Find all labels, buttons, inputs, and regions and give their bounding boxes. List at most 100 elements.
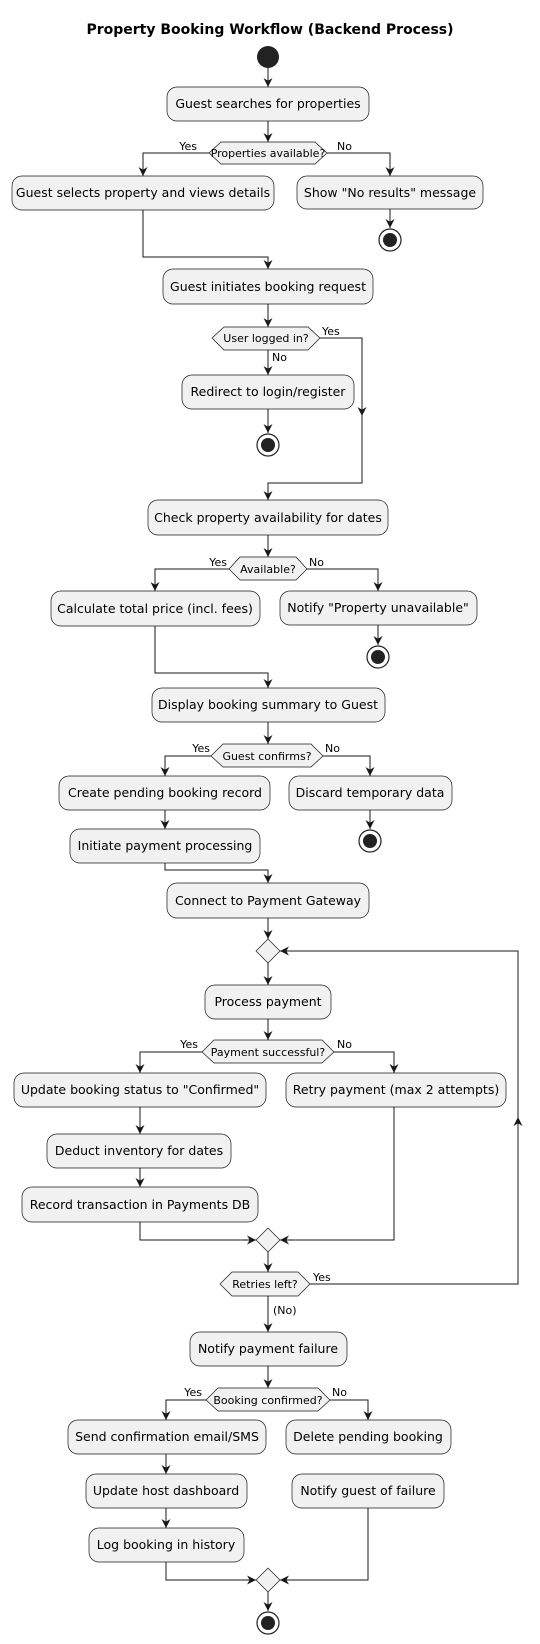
end-node-final — [256, 1611, 280, 1635]
label-yes-d4: Yes — [191, 742, 210, 755]
svg-text:Redirect to login/register: Redirect to login/register — [191, 384, 347, 399]
node-log: Log booking in history — [88, 1527, 245, 1563]
label-yes-retries: Yes — [312, 1271, 331, 1284]
edge-d4-yes — [160, 755, 213, 776]
svg-text:Discard temporary data: Discard temporary data — [296, 785, 445, 800]
node-calc: Calculate total price (incl. fees) — [50, 590, 261, 627]
node-initiate-payment: Initiate payment processing — [69, 828, 261, 864]
node-record: Record transaction in Payments DB — [21, 1186, 259, 1223]
svg-text:Log booking in history: Log booking in history — [97, 1537, 236, 1552]
node-process-payment: Process payment — [204, 984, 332, 1020]
svg-text:Booking confirmed?: Booking confirmed? — [213, 1394, 322, 1407]
label-yes-d7: Yes — [183, 1386, 202, 1399]
node-summary: Display booking summary to Guest — [151, 687, 386, 723]
label-yes-d3: Yes — [208, 556, 227, 569]
svg-text:Available?: Available? — [240, 563, 296, 576]
node-host-dashboard: Update host dashboard — [85, 1473, 248, 1509]
edge-merge-check — [263, 416, 363, 500]
svg-text:Notify payment failure: Notify payment failure — [198, 1341, 338, 1356]
svg-text:Retry payment (max 2 attempts): Retry payment (max 2 attempts) — [293, 1082, 499, 1097]
node-redirect: Redirect to login/register — [181, 374, 355, 410]
node-discard: Discard temporary data — [288, 775, 453, 811]
svg-text:Update booking status to "Conf: Update booking status to "Confirmed" — [21, 1082, 259, 1097]
svg-text:Deduct inventory for dates: Deduct inventory for dates — [55, 1143, 223, 1158]
svg-text:Delete pending booking: Delete pending booking — [293, 1429, 443, 1444]
node-deduct: Deduct inventory for dates — [46, 1133, 232, 1169]
edge-log-merge — [165, 1562, 256, 1585]
svg-text:Record transaction in Payments: Record transaction in Payments DB — [30, 1197, 251, 1212]
edge-d7-yes — [161, 1399, 212, 1420]
decision-payment-successful: Payment successful? — [201, 1039, 335, 1064]
label-no-d5: No — [337, 1038, 352, 1051]
node-retry: Retry payment (max 2 attempts) — [285, 1072, 507, 1108]
svg-text:Guest selects property and vie: Guest selects property and views details — [16, 185, 270, 200]
svg-text:Calculate total price (incl. f: Calculate total price (incl. fees) — [57, 601, 253, 616]
svg-text:Notify "Property unavailable": Notify "Property unavailable" — [287, 600, 469, 615]
svg-text:Send confirmation email/SMS: Send confirmation email/SMS — [75, 1429, 259, 1444]
node-confirmed: Update booking status to "Confirmed" — [13, 1072, 267, 1108]
node-pending: Create pending booking record — [58, 775, 271, 811]
edge-notifyfail-merge — [280, 1508, 369, 1585]
edge-d1-yes — [138, 152, 209, 176]
edge-d1-no — [327, 152, 395, 176]
end-node-discard — [358, 829, 382, 853]
svg-text:Update host dashboard: Update host dashboard — [93, 1483, 239, 1498]
label-yes-d2: Yes — [321, 325, 340, 338]
end-node-no-results — [378, 228, 402, 252]
node-email: Send confirmation email/SMS — [67, 1419, 267, 1455]
end-node-redirect — [256, 433, 280, 457]
svg-text:Check property availability fo: Check property availability for dates — [154, 510, 382, 525]
label-no-d1: No — [337, 140, 352, 153]
edge-calc-summary — [154, 626, 273, 688]
decision-available: Available? — [228, 556, 308, 581]
label-no-d4: No — [325, 742, 340, 755]
node-payment-failure: Notify payment failure — [189, 1331, 348, 1367]
label-yes-d1: Yes — [178, 140, 197, 153]
decision-guest-confirms: Guest confirms? — [210, 743, 324, 768]
svg-text:Show "No results" message: Show "No results" message — [304, 185, 477, 200]
decision-retries-left: Retries left? — [219, 1271, 311, 1297]
diagram-title: Property Booking Workflow (Backend Proce… — [86, 22, 453, 38]
branch-labels: Yes No Yes No Yes No Yes No Yes No Yes (… — [178, 140, 352, 1399]
end-node-unavailable — [366, 645, 390, 669]
label-no-d2: No — [272, 351, 287, 364]
svg-text:Payment successful?: Payment successful? — [211, 1046, 326, 1059]
label-no-d7: No — [332, 1386, 347, 1399]
svg-text:Notify guest of failure: Notify guest of failure — [300, 1483, 436, 1498]
svg-text:User logged in?: User logged in? — [223, 332, 309, 345]
edge-d2-yes — [320, 337, 367, 416]
edge-d5-yes — [135, 1051, 208, 1073]
decision-payment-merge — [255, 1227, 281, 1253]
edge-record-merge — [139, 1222, 256, 1245]
node-no-results: Show "No results" message — [296, 175, 484, 210]
svg-text:Display booking summary to Gue: Display booking summary to Guest — [158, 697, 378, 712]
label-no-retries: (No) — [273, 1304, 297, 1317]
edge-d3-yes — [150, 568, 237, 591]
edge-d4-no — [321, 755, 375, 776]
decision-booking-confirmed: Booking confirmed? — [205, 1387, 331, 1412]
node-check: Check property availability for dates — [147, 499, 389, 536]
svg-text:Guest initiates booking reques: Guest initiates booking request — [170, 279, 366, 294]
edge-select-initiate — [142, 210, 273, 269]
svg-text:Process payment: Process payment — [214, 994, 321, 1009]
svg-text:Create pending booking record: Create pending booking record — [68, 785, 262, 800]
edge-retry-merge — [280, 1107, 395, 1245]
node-select: Guest selects property and views details — [11, 175, 275, 211]
edge-d5-no — [334, 1051, 399, 1073]
svg-text:Properties available?: Properties available? — [211, 147, 326, 160]
svg-text:Guest confirms?: Guest confirms? — [222, 750, 311, 763]
svg-text:Connect to Payment Gateway: Connect to Payment Gateway — [175, 893, 362, 908]
edge-loop-back — [280, 946, 519, 1117]
label-yes-d5: Yes — [179, 1038, 198, 1051]
decision-properties-available: Properties available? — [208, 141, 328, 165]
svg-text:Retries left?: Retries left? — [232, 1278, 298, 1291]
edges — [135, 68, 523, 1611]
node-delete: Delete pending booking — [285, 1419, 452, 1455]
node-search: Guest searches for properties — [166, 86, 370, 122]
edge-d3-no — [307, 568, 383, 591]
edge-d7-no — [324, 1399, 373, 1420]
node-unavailable: Notify "Property unavailable" — [279, 590, 478, 626]
label-no-d3: No — [309, 556, 324, 569]
edge-retries-yes — [310, 1117, 523, 1285]
